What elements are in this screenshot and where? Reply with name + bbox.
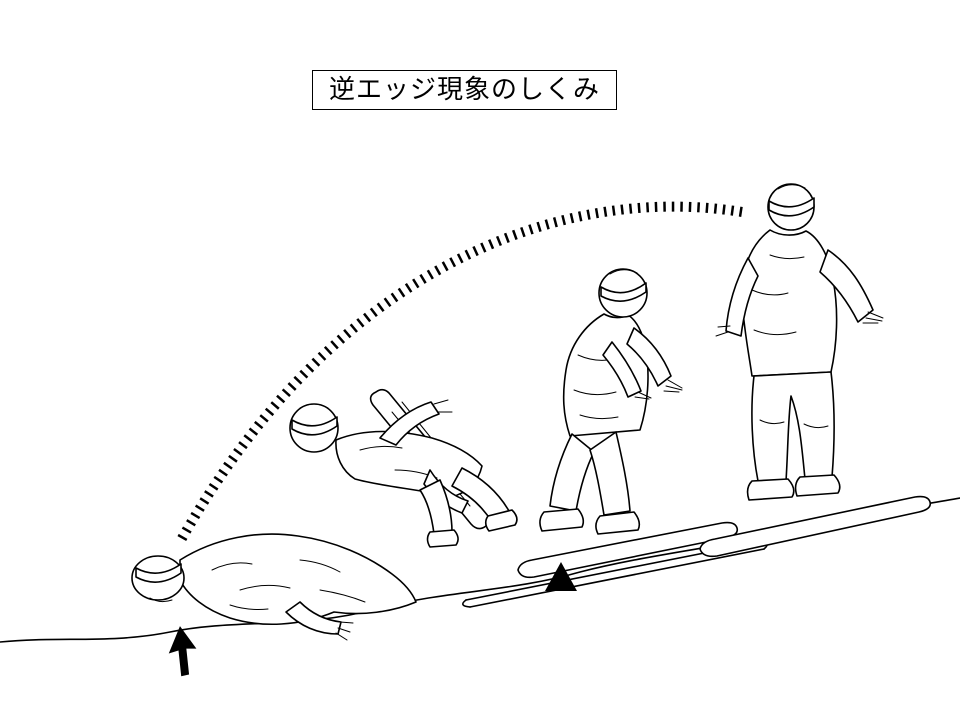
standing-legs	[751, 371, 835, 482]
standing-body	[741, 229, 838, 377]
crouch-snowboard	[517, 521, 739, 579]
title-box: 逆エッジ現象のしくみ	[312, 70, 618, 110]
snowboarder-edge-catching	[517, 268, 739, 579]
crouch-leg-front	[549, 433, 595, 512]
crouch-arm-back	[602, 341, 642, 398]
falling-arm-up	[379, 401, 440, 446]
crouch-boot-2	[595, 511, 641, 535]
fallen-body	[179, 533, 417, 625]
snowboarder-falling	[289, 388, 518, 548]
crouch-boot-1	[539, 508, 585, 532]
standing-boot-1	[746, 478, 795, 501]
snowboarder-fallen	[131, 533, 417, 641]
standing-boot-2	[794, 474, 841, 497]
standing-snowboard	[699, 495, 932, 558]
impact-arrow-icon	[168, 626, 197, 677]
standing-goggles	[768, 197, 815, 217]
falling-goggles	[291, 416, 338, 436]
edge-catch-triangle-icon	[545, 562, 577, 591]
standing-arm-left	[725, 257, 759, 337]
title-text: 逆エッジ現象のしくみ	[329, 75, 601, 105]
crouch-goggles	[600, 282, 647, 302]
crouch-arm-front	[626, 327, 672, 387]
crouch-leg-back	[589, 431, 631, 516]
snowboarder-standing	[699, 183, 932, 558]
fallen-goggles	[135, 563, 182, 583]
falling-boot-1	[484, 509, 518, 532]
standing-arm-right	[819, 249, 874, 323]
falling-boot-2	[426, 529, 459, 548]
